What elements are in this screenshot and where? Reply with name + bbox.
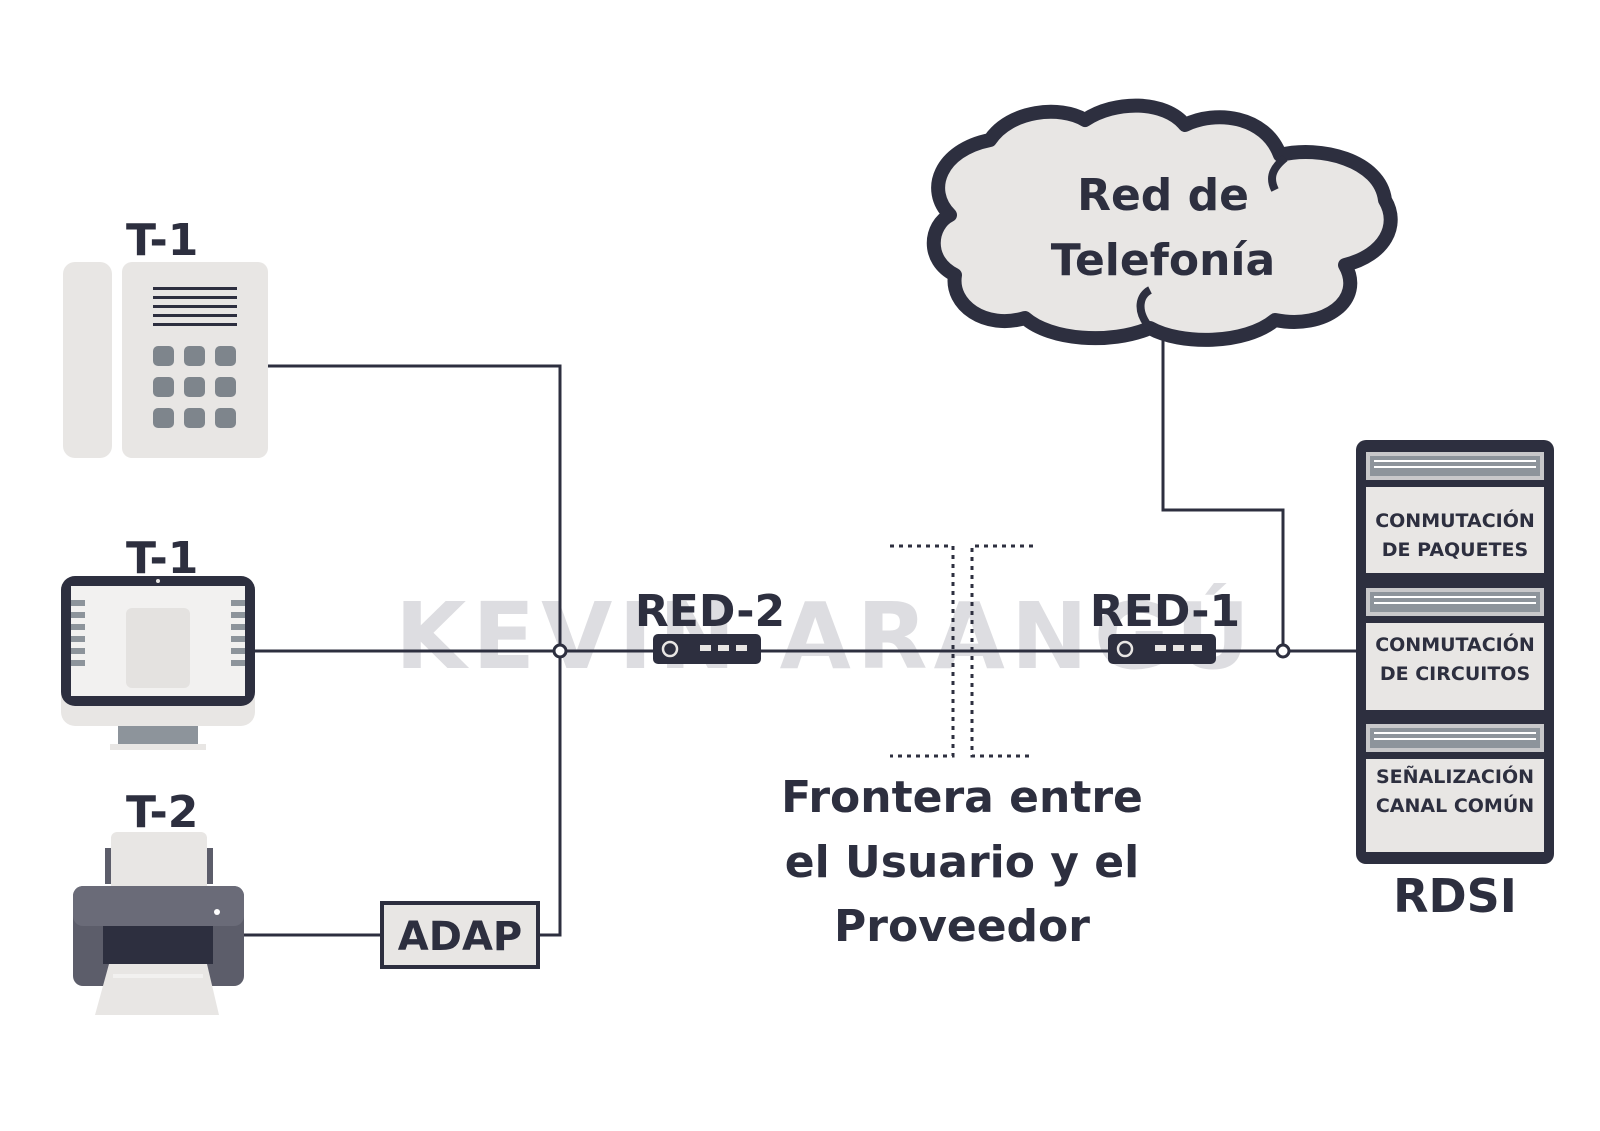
cloud-line1: Red de [1077, 170, 1249, 221]
boundary-line3: Proveedor [834, 901, 1090, 952]
red1-device-icon [1108, 634, 1216, 664]
adapter-label: ADAP [398, 914, 522, 960]
phone-icon [63, 262, 268, 458]
computer-icon [61, 576, 255, 750]
boundary-line2: el Usuario y el [785, 837, 1139, 888]
printer-label: T-2 [126, 787, 198, 838]
computer-label: T-1 [126, 533, 198, 584]
packet-switching-module [1366, 487, 1544, 573]
adapter-box [380, 901, 540, 969]
module1-line2: DE PAQUETES [1382, 539, 1528, 561]
module2-line2: DE CIRCUITOS [1380, 663, 1530, 685]
module3-line2: CANAL COMÚN [1376, 793, 1534, 817]
cloud-line2: Telefonía [1051, 235, 1275, 286]
phone-label: T-1 [126, 215, 198, 266]
cloud-line [1161, 330, 1285, 651]
red2-device-icon [653, 634, 761, 664]
junction-node-right [1275, 643, 1291, 659]
rdsi-label: RDSI [1393, 869, 1517, 923]
red1-label: RED-1 [1090, 586, 1240, 637]
module3-line1: SEÑALIZACIÓN [1376, 764, 1534, 788]
junction-node-left [552, 643, 568, 659]
module2-line1: CONMUTACIÓN [1375, 632, 1535, 656]
signaling-module [1366, 759, 1544, 852]
cloud-icon [926, 98, 1398, 347]
circuit-switching-module [1366, 623, 1544, 710]
printer-icon [73, 832, 244, 1015]
module1-line1: CONMUTACIÓN [1375, 508, 1535, 532]
watermark-text: KEVIN ARANGÚ [395, 581, 1256, 690]
boundary-line1: Frontera entre [781, 772, 1143, 823]
rdsi-rack-icon [1356, 440, 1554, 864]
boundary-bracket [890, 544, 1033, 758]
red2-label: RED-2 [635, 586, 785, 637]
